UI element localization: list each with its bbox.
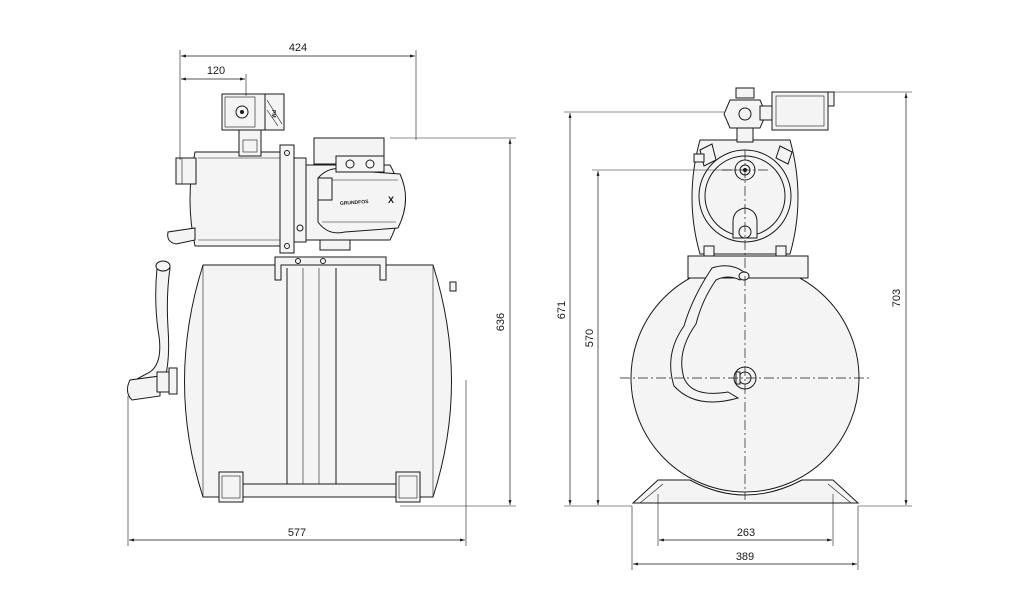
side-pressure-switch: PM [221, 93, 285, 157]
switch-label: PM [270, 110, 276, 118]
side-pump: GRUNDFOS X [167, 137, 406, 254]
front-dimensions: 671 570 703 263 389 [556, 91, 912, 570]
dim-front-height-total: 703 [891, 289, 903, 307]
dim-front-overall-width: 389 [736, 551, 754, 563]
front-foot [631, 479, 860, 504]
dim-front-foot-width: 263 [737, 527, 755, 539]
side-dimensions: 424 120 636 577 [127, 42, 516, 546]
side-tank [184, 264, 457, 503]
front-valve-switch [723, 87, 835, 143]
side-view: GRUNDFOS X PM 424 [126, 42, 516, 546]
dim-front-height-top: 671 [556, 301, 568, 319]
dim-front-height-axis: 570 [584, 329, 596, 347]
dim-side-height: 636 [495, 313, 507, 331]
side-bracket [274, 256, 387, 281]
brand-logo-mark: X [388, 195, 394, 205]
front-view: 671 570 703 263 389 [556, 87, 912, 570]
dim-side-base-width: 577 [288, 527, 306, 539]
dim-side-switch-offset: 120 [207, 65, 225, 77]
brand-text: GRUNDFOS [340, 199, 370, 207]
dim-side-overall-width: 424 [289, 42, 307, 54]
side-hose [126, 260, 178, 401]
